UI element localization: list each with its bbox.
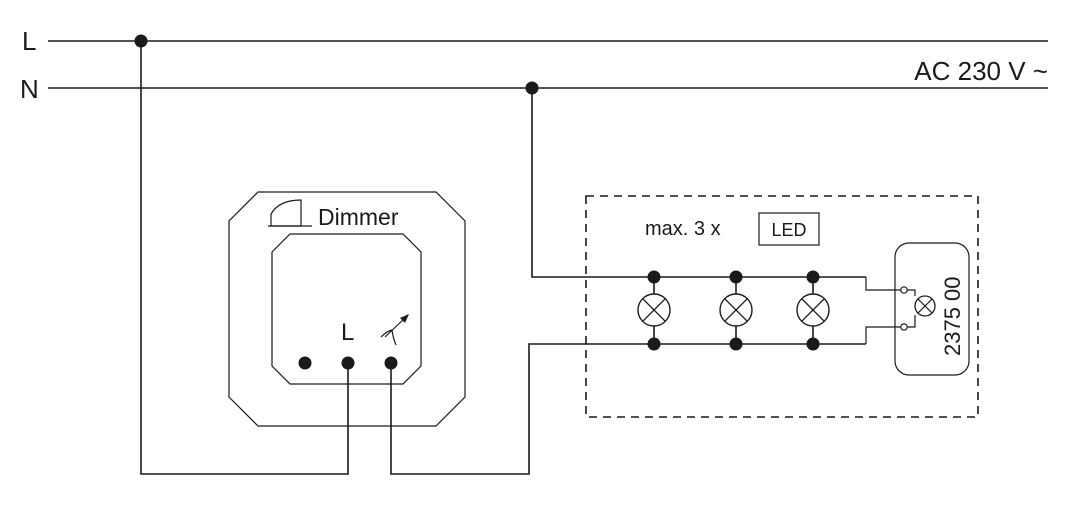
- dimmer-inner-frame: [271, 233, 422, 385]
- dimmer-terminal-dot-l: [341, 356, 355, 370]
- lamp-top-junction-dot: [806, 270, 820, 284]
- supply-voltage-label: AC 230 V ~: [914, 56, 1048, 86]
- lamp-bottom-junction-dot: [729, 337, 743, 351]
- n-line-label: N: [20, 74, 39, 104]
- led-tag-box: [758, 212, 820, 246]
- l-line-label: L: [22, 26, 36, 56]
- dimmer-output-wire: [390, 343, 866, 475]
- lamp-bottom-junction-dot: [647, 337, 661, 351]
- module-terminal-bottom: [900, 323, 908, 331]
- module-inner-top: [907, 289, 916, 296]
- led-tag-label: LED: [771, 220, 806, 240]
- dimmer-terminal-dot-output: [384, 356, 398, 370]
- dimmer-title: Dimmer: [318, 204, 399, 230]
- dimmed-output-symbol: [380, 314, 409, 346]
- lamp-top-junction-dot: [729, 270, 743, 284]
- n-load-wire: [531, 88, 866, 278]
- transformer-module: [894, 242, 970, 376]
- load-dashed-box: [585, 195, 979, 418]
- lamp-icon: [719, 270, 753, 351]
- module-article-number: 2375 00: [940, 276, 965, 356]
- dimmer-terminal-dot-1: [298, 356, 312, 370]
- module-bottom-lead: [865, 326, 902, 344]
- lamps-group: [637, 270, 830, 351]
- lamp-bottom-junction-dot: [806, 337, 820, 351]
- lamp-icon: [637, 270, 671, 351]
- load-max-text: max. 3 x: [645, 218, 721, 240]
- module-lamp-icon: [914, 295, 936, 317]
- lamp-top-junction-dot: [647, 270, 661, 284]
- lamp-icon: [796, 270, 830, 351]
- module-inner-bottom: [907, 315, 916, 328]
- dimmer-terminal-l-label: L: [341, 319, 354, 346]
- module-terminal-top: [900, 286, 908, 294]
- l-feed-wire: [140, 41, 349, 475]
- dimmer-icon: [268, 199, 312, 227]
- dimmer-outer-frame: [228, 191, 466, 427]
- module-top-lead: [865, 277, 902, 291]
